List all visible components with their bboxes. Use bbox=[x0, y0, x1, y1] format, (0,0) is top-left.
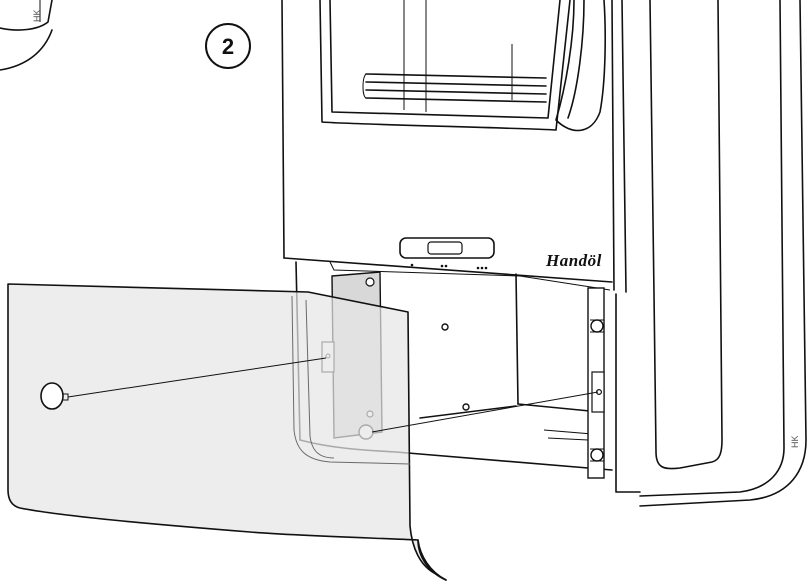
front-cover-panel bbox=[7, 283, 447, 581]
hinge-bracket bbox=[587, 287, 605, 479]
step-number-badge: 2 bbox=[205, 23, 251, 69]
air-control-slider bbox=[399, 237, 495, 270]
stove-glass-door bbox=[319, 0, 606, 132]
alignment-guides bbox=[67, 357, 599, 433]
corner-mark-right: HK bbox=[790, 435, 800, 448]
panel-knob bbox=[40, 382, 69, 410]
previous-step-stove-fragment: HK bbox=[0, 0, 53, 71]
stove-body: HK bbox=[281, 0, 807, 507]
step-number: 2 bbox=[222, 34, 234, 59]
corner-mark-top-left: HK bbox=[32, 9, 42, 22]
brand-logo: Handöl bbox=[545, 251, 602, 270]
